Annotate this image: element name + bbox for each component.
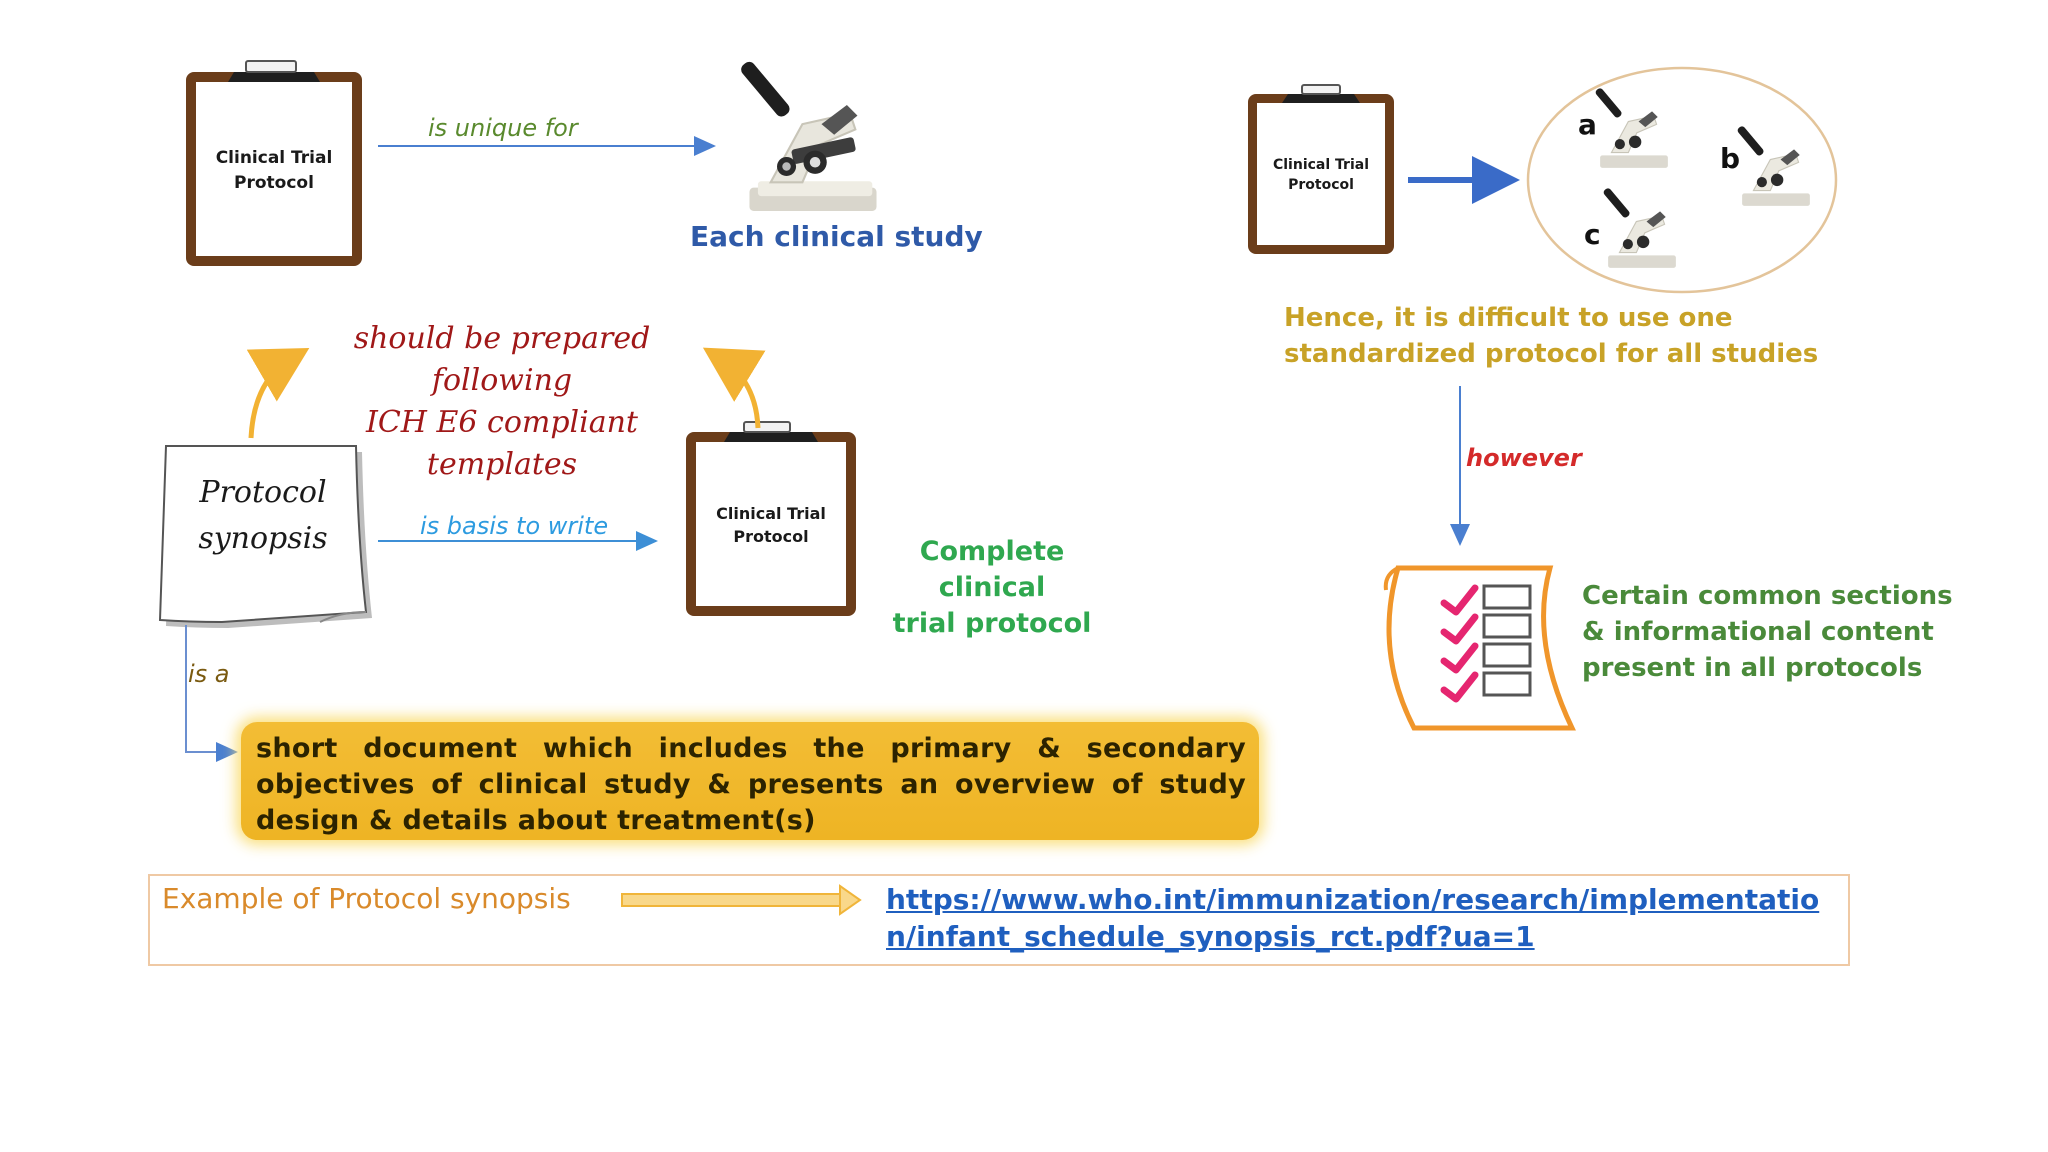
clipboard-icon-center [686, 421, 856, 616]
study-letter-a: a [1578, 108, 1597, 141]
study-letter-b: b [1720, 142, 1741, 175]
edge-label-is-a: is a [188, 660, 230, 688]
study-letter-c: c [1584, 218, 1601, 251]
arrow-is-a [185, 625, 238, 762]
common-sections-text: Certain common sections & informational … [1582, 581, 1953, 683]
clipboard-label-top-right: Clinical Trial Protocol [1272, 157, 1370, 194]
checklist-scroll-icon [1383, 565, 1576, 731]
difficulty-text: Hence, it is difficult to use one standa… [1284, 303, 1819, 369]
example-box [148, 874, 1850, 966]
example-link[interactable]: https://www.who.int/immunization/researc… [886, 883, 1820, 953]
edge-label-basis-to-write: is basis to write [420, 512, 609, 540]
example-arrow-icon [621, 884, 862, 916]
template-note: should be prepared following ICH E6 comp… [353, 321, 651, 482]
microscope-icon [737, 58, 878, 213]
microscope-icon-b [1735, 124, 1811, 207]
microscope-icon-c [1601, 186, 1677, 269]
clipboard-icon-top-right [1248, 84, 1394, 254]
microscope-icon-a [1593, 86, 1669, 169]
definition-highlight-box [241, 722, 1259, 840]
definition-text: short document which includes the primar… [256, 733, 1246, 836]
clipboard-label-top-left: Clinical Trial Protocol [215, 148, 333, 193]
arrow-protocol-to-templates [702, 347, 766, 429]
synopsis-page-icon [158, 445, 372, 628]
edge-label-unique-for: is unique for [428, 114, 578, 142]
caption-complete-protocol: Complete clinical trial protocol [892, 536, 1092, 639]
edge-label-however: however [1466, 444, 1582, 472]
arrow-synopsis-to-templates [246, 347, 310, 439]
clipboard-label-center: Clinical Trial Protocol [716, 504, 826, 547]
clipboard-icon-top-left [186, 60, 362, 266]
studies-ellipse [1526, 66, 1838, 294]
example-label: Example of Protocol synopsis [162, 882, 571, 915]
caption-each-clinical-study: Each clinical study [690, 220, 983, 253]
synopsis-label: Protocol synopsis [198, 475, 328, 556]
